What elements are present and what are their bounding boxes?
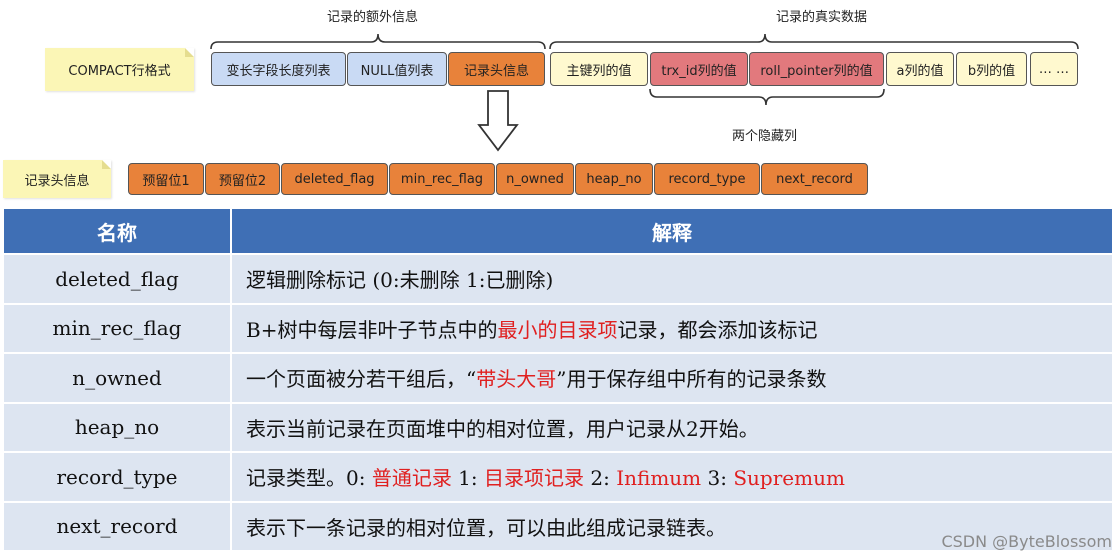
field-explanation-table: 名称 解释 deleted_flag 逻辑删除标记 (0:未删除 1:已删除) mi… (2, 207, 1114, 552)
real-data-brace (549, 33, 1079, 50)
row-name: deleted_flag (2, 253, 232, 305)
field-col-b: b列的值 (956, 52, 1027, 86)
field-trx-id: trx_id列的值 (650, 52, 748, 86)
row-explanation: 一个页面被分若干组后，“带头大哥”用于保存组中所有的记录条数 (230, 352, 1114, 404)
explanation-text: 记录，都会添加该标记 (617, 317, 818, 342)
row-explanation: 逻辑删除标记 (0:未删除 1:已删除) (230, 253, 1114, 305)
header-field-deleted-flag: deleted_flag (281, 163, 388, 195)
field-roll-pointer: roll_pointer列的值 (749, 52, 884, 86)
header-name: 名称 (2, 207, 232, 255)
row-name: heap_no (2, 401, 232, 453)
table-row: next_record 表示下一条记录的相对位置，可以由此组成记录链表。 (2, 500, 1114, 552)
table-row: deleted_flag 逻辑删除标记 (0:未删除 1:已删除) (2, 253, 1114, 305)
row-explanation: 表示下一条记录的相对位置，可以由此组成记录链表。 (230, 500, 1114, 552)
row-name: n_owned (2, 352, 232, 404)
extra-info-label: 记录的额外信息 (327, 10, 419, 25)
field-col-a: a列的值 (886, 52, 954, 86)
explanation-text: 记录类型。0: (246, 466, 372, 491)
explanation-text: 一个页面被分若干组后，“ (246, 367, 477, 392)
header-explanation: 解释 (230, 207, 1114, 255)
field-var-length-list: 变长字段长度列表 (211, 52, 346, 86)
header-field-n-owned: n_owned (496, 163, 574, 195)
table-row: heap_no 表示当前记录在页面堆中的相对位置，用户记录从2开始。 (2, 401, 1114, 453)
row-explanation: 记录类型。0: 普通记录 1: 目录项记录 2: Infimum 3: Supr… (230, 451, 1114, 503)
diagram-lines (210, 33, 1079, 152)
header-field-heap-no: heap_no (575, 163, 653, 195)
explanation-text: 2: (584, 466, 617, 491)
explanation-text: 1: (451, 466, 485, 491)
highlight-text: 最小的目录项 (497, 317, 618, 342)
watermark: CSDN @ByteBlossom (941, 532, 1112, 551)
row-explanation: B+树中每层非叶子节点中的最小的目录项记录，都会添加该标记 (230, 302, 1114, 354)
highlight-text: 带头大哥 (476, 367, 557, 392)
highlight-text: Supremum (733, 466, 845, 491)
explanation-text: 逻辑删除标记 (0:未删除 1:已删除) (246, 268, 554, 293)
explanation-text: 表示下一条记录的相对位置，可以由此组成记录链表。 (246, 515, 726, 540)
header-field-reserved-1: 预留位1 (128, 163, 204, 195)
explanation-text: 表示当前记录在页面堆中的相对位置，用户记录从2开始。 (246, 416, 759, 441)
explanation-text: 3: (701, 466, 734, 491)
real-data-label: 记录的真实数据 (776, 10, 868, 25)
highlight-text: 目录项记录 (484, 466, 585, 491)
field-record-header: 记录头信息 (448, 52, 545, 86)
header-field-record-type: record_type (654, 163, 760, 195)
hidden-columns-label: 两个隐藏列 (732, 129, 798, 144)
header-field-reserved-2: 预留位2 (205, 163, 280, 195)
row-name: next_record (2, 500, 232, 552)
hidden-columns-brace (649, 88, 885, 106)
highlight-text: Infimum (616, 466, 702, 491)
extra-info-brace (210, 33, 546, 50)
table-header-row: 名称 解释 (2, 207, 1114, 255)
header-field-min-rec-flag: min_rec_flag (389, 163, 495, 195)
compact-format-note: COMPACT行格式 (45, 48, 194, 91)
highlight-text: 普通记录 (371, 466, 452, 491)
row-explanation: 表示当前记录在页面堆中的相对位置，用户记录从2开始。 (230, 401, 1114, 453)
header-field-next-record: next_record (761, 163, 868, 195)
explanation-text: ”用于保存组中所有的记录条数 (556, 367, 827, 392)
field-primary-key: 主键列的值 (550, 52, 648, 86)
row-name: min_rec_flag (2, 302, 232, 354)
down-arrow (477, 90, 519, 152)
row-name: record_type (2, 451, 232, 503)
record-header-note: 记录头信息 (3, 160, 111, 198)
field-ellipsis: … … (1030, 52, 1078, 86)
explanation-text: B+树中每层非叶子节点中的 (246, 317, 498, 342)
field-null-list: NULL值列表 (347, 52, 447, 86)
